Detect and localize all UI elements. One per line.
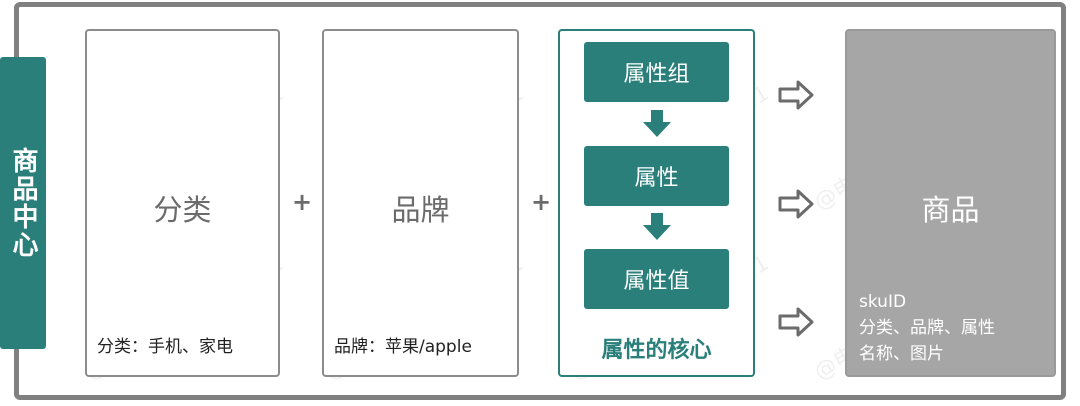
brand-note: 品牌：苹果/apple	[334, 337, 472, 357]
plus-sign: +	[292, 188, 313, 216]
category-note: 分类：手机、家电	[97, 337, 233, 357]
arrow-right-icon	[778, 307, 814, 337]
arrow-right-icon	[778, 80, 814, 110]
product-detail-line: skuID	[859, 292, 907, 312]
arrow-down-icon	[643, 213, 671, 240]
product-detail-line: 分类、品牌、属性	[859, 318, 995, 338]
category-title: 分类	[153, 193, 212, 227]
product-details: skuID 分类、品牌、属性 名称、图片	[859, 289, 995, 367]
side-tab-product-center: 商品中心	[0, 57, 46, 349]
brand-title: 品牌	[391, 193, 450, 227]
side-tab-label: 商品中心	[8, 147, 38, 259]
brand-box: 品牌 品牌：苹果/apple	[322, 29, 519, 377]
plus-sign: +	[531, 188, 552, 216]
arrow-down-icon	[643, 110, 671, 137]
category-box: 分类 分类：手机、家电	[85, 29, 280, 377]
arrow-right-icon	[778, 189, 814, 219]
product-title: 商品	[921, 193, 980, 227]
attribute-core-caption: 属性的核心	[601, 338, 712, 363]
product-box: 商品 skuID 分类、品牌、属性 名称、图片	[845, 29, 1056, 377]
attribute-pill: 属性	[584, 146, 729, 206]
attribute-group-pill: 属性组	[584, 42, 729, 102]
attribute-value-pill: 属性值	[584, 249, 729, 309]
product-detail-line: 名称、图片	[859, 344, 944, 364]
